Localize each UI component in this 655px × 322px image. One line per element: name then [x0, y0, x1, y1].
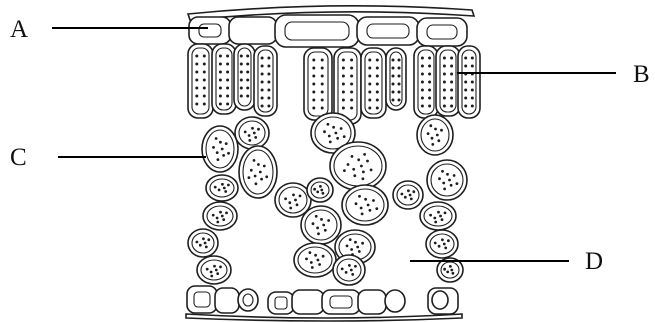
spongy-cell: [426, 230, 458, 258]
label-b: B: [633, 62, 650, 87]
spongy-cell: [342, 185, 388, 225]
spongy-cell: [203, 202, 237, 230]
lower-epidermis: [186, 286, 462, 321]
spongy-cell: [307, 178, 333, 202]
label-d: D: [585, 249, 603, 274]
spongy-cell: [417, 115, 453, 155]
label-a: A: [10, 17, 28, 42]
palisade-cell: [414, 46, 438, 118]
palisade-cell: [334, 48, 361, 124]
palisade-cell: [212, 44, 236, 114]
spongy-cell: [206, 175, 238, 201]
spongy-cell: [333, 255, 365, 285]
spongy-mesophyll: [188, 113, 467, 285]
palisade-cell: [386, 48, 406, 110]
palisade-cell: [254, 46, 277, 116]
palisade-cell: [304, 48, 332, 120]
spongy-cell: [197, 256, 231, 284]
spongy-cell: [393, 181, 423, 209]
palisade-cell: [188, 44, 213, 118]
spongy-cell: [202, 126, 238, 172]
label-c: C: [10, 145, 27, 170]
spongy-cell: [188, 229, 218, 257]
palisade-cell: [234, 44, 255, 110]
palisade-cell: [458, 46, 480, 118]
spongy-cell: [420, 202, 456, 230]
spongy-cell: [301, 206, 341, 244]
spongy-cell: [330, 142, 386, 190]
palisade-cell: [436, 46, 460, 116]
spongy-cell: [239, 146, 277, 198]
upper-epidermis: [189, 15, 467, 47]
spongy-cell: [294, 243, 336, 277]
spongy-cell: [235, 117, 269, 149]
palisade-mesophyll: [188, 44, 480, 124]
spongy-cell: [427, 160, 467, 200]
palisade-cell: [361, 48, 386, 118]
